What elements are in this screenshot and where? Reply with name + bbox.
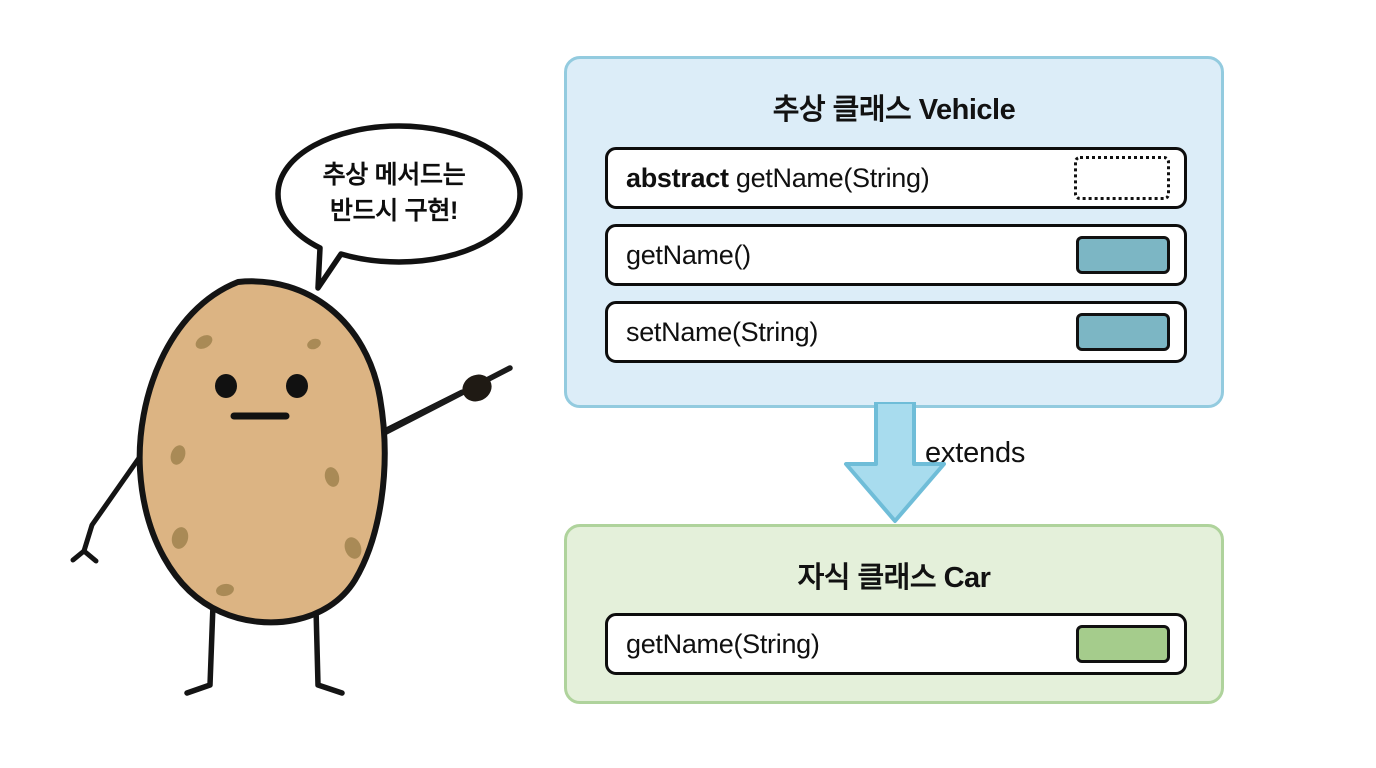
method-name: getName(String) <box>728 162 930 193</box>
method-signature: getName() <box>626 239 751 270</box>
implementation-swatch-green <box>1076 625 1170 663</box>
character-body <box>136 278 388 626</box>
method-signature: setName(String) <box>626 316 819 347</box>
pointing-stick-icon <box>383 365 513 435</box>
method-row-getname-string[interactable]: getName(String) <box>605 613 1187 675</box>
implementation-swatch-teal <box>1076 236 1170 274</box>
parent-method-list: abstract getName(String) getName() setNa… <box>605 147 1187 363</box>
child-class-panel: 자식 클래스 Car getName(String) <box>564 524 1224 704</box>
method-signature: getName(String) <box>626 628 820 659</box>
character-face <box>215 374 308 420</box>
left-eye <box>215 374 237 398</box>
extends-arrow-icon <box>836 400 954 524</box>
implementation-swatch-teal <box>1076 313 1170 351</box>
speech-bubble-shape <box>275 123 523 291</box>
speech-bubble-text: 추상 메서드는 반드시 구현! <box>322 161 466 225</box>
child-class-title: 자식 클래스 Car <box>797 562 991 594</box>
method-row-abstract-getname-string[interactable]: abstract getName(String) <box>605 147 1187 209</box>
potato-character <box>70 270 520 700</box>
extends-label: extends <box>925 437 1026 469</box>
abstract-keyword: abstract <box>626 162 729 193</box>
method-signature: abstract getName(String) <box>626 162 930 194</box>
method-row-getname[interactable]: getName() <box>605 224 1187 286</box>
right-eye <box>286 374 308 398</box>
character-legs <box>184 602 345 696</box>
character-left-arm <box>70 445 149 564</box>
method-row-setname-string[interactable]: setName(String) <box>605 301 1187 363</box>
character-spots <box>170 335 362 597</box>
speech-bubble: 추상 메서드는 반드시 구현! <box>268 122 530 297</box>
implementation-placeholder-empty <box>1074 156 1170 200</box>
child-method-list: getName(String) <box>605 613 1187 675</box>
parent-class-panel: 추상 클래스 Vehicle abstract getName(String) … <box>564 56 1224 408</box>
parent-class-title: 추상 클래스 Vehicle <box>772 94 1016 126</box>
